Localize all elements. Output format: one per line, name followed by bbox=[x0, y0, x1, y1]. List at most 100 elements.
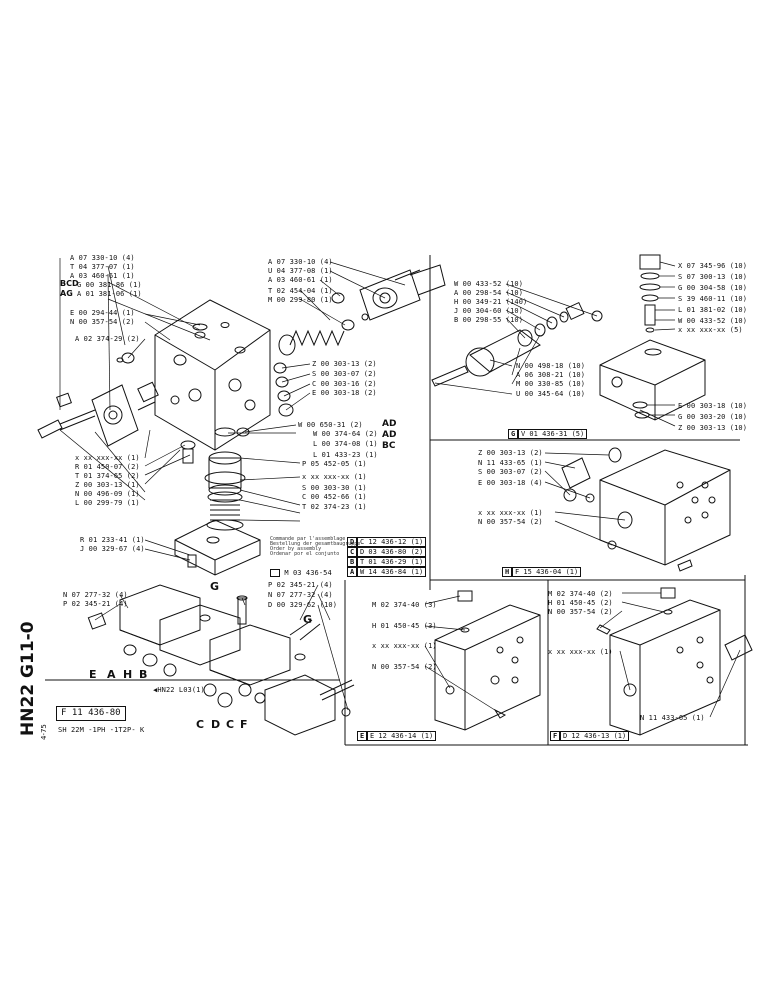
assembly-letter: C bbox=[226, 718, 235, 731]
part-label: R 01 233-41 (1) bbox=[80, 536, 145, 544]
box-m-code: M 03 436-54 bbox=[284, 569, 332, 577]
empty-box-icon bbox=[270, 569, 280, 577]
part-label: H 01 450-45 (2) bbox=[548, 599, 613, 607]
assembly-letter: H bbox=[123, 668, 133, 681]
block-e bbox=[434, 590, 541, 731]
slide-valve-cartridge bbox=[431, 301, 603, 387]
part-label: x xx xxx-xx (5) bbox=[678, 326, 743, 334]
part-label: N 00 357-54 (2) bbox=[70, 318, 135, 326]
variant-suffix: BC bbox=[382, 441, 396, 451]
arrow-left-icon: ◀ bbox=[153, 686, 158, 694]
part-label: T 02 374-23 (1) bbox=[302, 503, 367, 511]
note-line: Order by assembly bbox=[270, 546, 322, 552]
assembly-letter: A bbox=[107, 668, 116, 681]
part-label: Z 00 303-13 (2) bbox=[478, 449, 543, 457]
part-label: x xx xxx-xx (1) bbox=[372, 642, 437, 650]
part-label: R 01 450-07 (2) bbox=[75, 463, 140, 471]
part-label: E 00 303-18 (2) bbox=[312, 389, 377, 397]
assembly-letter: G bbox=[210, 580, 220, 593]
valve-assembly bbox=[87, 584, 355, 736]
model-designation: SH 22M -1PH -1T2P- K bbox=[58, 726, 145, 734]
block-f bbox=[596, 587, 753, 736]
variant-prefix-ag: AG bbox=[60, 289, 73, 298]
part-label: S 00 303-07 (2) bbox=[478, 468, 543, 476]
part-label: M 02 374-40 (3) bbox=[372, 601, 437, 609]
assembly-letter: C bbox=[196, 718, 205, 731]
note-line: Bestellung der gesamtbaugruppe bbox=[270, 541, 361, 547]
part-label: x xx xxx-xx (1) bbox=[548, 648, 613, 656]
part-label: N 11 433-65 (1) bbox=[640, 714, 705, 722]
part-label: W 00 374-64 (2) bbox=[313, 430, 378, 438]
part-label: U 00 345-64 (10) bbox=[516, 390, 586, 398]
part-label: N 00 357-54 (2) bbox=[478, 518, 543, 526]
variant-suffix: AD bbox=[382, 419, 397, 429]
part-label: G 00 304-58 (10) bbox=[678, 284, 748, 292]
part-label: A 07 330-10 (4) bbox=[268, 258, 333, 266]
variant-letter: B bbox=[347, 557, 358, 567]
part-label: Z 00 303-13 (10) bbox=[678, 424, 748, 432]
part-label: A 01 381-06 (1) bbox=[77, 290, 142, 298]
part-label: N 00 496-09 (1) bbox=[75, 490, 140, 498]
part-label: B 00 298-55 (10) bbox=[454, 316, 524, 324]
part-label: x xx xxx-xx (1) bbox=[478, 509, 543, 517]
variant-letter: F bbox=[550, 731, 561, 741]
part-label: L 00 374-08 (1) bbox=[313, 440, 378, 448]
variant-letter: H bbox=[502, 567, 513, 577]
block-h bbox=[561, 447, 731, 572]
drawing-number-box: F 11 436-80 bbox=[56, 706, 126, 721]
box-m-label: M 03 436-54 bbox=[270, 569, 332, 577]
variant-code: D 12 436-13 (1) bbox=[560, 731, 630, 741]
part-label: S 39 460-11 (10) bbox=[678, 295, 748, 303]
part-label: G 00 303-20 (10) bbox=[678, 413, 748, 421]
part-label: N 07 277-32 (4) bbox=[268, 591, 333, 599]
part-label: N 00 357-54 (2) bbox=[548, 608, 613, 616]
part-label: E 00 303-18 (10) bbox=[678, 402, 748, 410]
main-actuator bbox=[273, 264, 446, 417]
assembly-ref-code: HN22 L03(1) bbox=[157, 686, 205, 694]
part-label: P 02 345-21 (4) bbox=[63, 600, 128, 608]
far-right-block bbox=[599, 254, 706, 421]
assembly-letter: D bbox=[211, 718, 221, 731]
variant-code: W 14 436-84 (1) bbox=[357, 567, 427, 577]
note-line: Ordenar por el conjunto bbox=[270, 551, 340, 557]
part-label: P 05 452-05 (1) bbox=[302, 460, 367, 468]
variant-letter: D bbox=[347, 537, 358, 547]
part-label: G 00 381-86 (1) bbox=[77, 281, 142, 289]
variant-code: V 01 436-31 (5) bbox=[518, 429, 588, 439]
part-label: T 04 377-07 (1) bbox=[70, 263, 135, 271]
part-label: M 02 374-40 (2) bbox=[548, 590, 613, 598]
part-label: D 00 329-62 (10) bbox=[268, 601, 338, 609]
note-line: Commande par l'assemblage bbox=[270, 536, 346, 542]
variant-code: E 12 436-14 (1) bbox=[367, 731, 437, 741]
part-label: A 06 308-21 (10) bbox=[516, 371, 586, 379]
assembly-letter: F bbox=[240, 718, 248, 731]
part-label: A 00 298-54 (10) bbox=[454, 289, 524, 297]
panel-dividers bbox=[45, 255, 748, 746]
part-label: A 02 374-29 (2) bbox=[75, 335, 140, 343]
part-label: A 07 330-10 (4) bbox=[70, 254, 135, 262]
part-label: L 01 433-23 (1) bbox=[313, 451, 378, 459]
part-label: P 02 345-21 (4) bbox=[268, 581, 333, 589]
leader-lines bbox=[59, 258, 741, 718]
assembly-reference: ◀HN22 L03(1) bbox=[153, 686, 205, 694]
part-label: E 00 303-18 (4) bbox=[478, 479, 543, 487]
part-label: M 00 330-85 (10) bbox=[516, 380, 586, 388]
part-label: x xx xxx-xx (1) bbox=[302, 473, 367, 481]
variant-suffix: AD bbox=[382, 430, 397, 440]
part-label: C 00 303-16 (2) bbox=[312, 380, 377, 388]
page-code: HN22 G11-0 bbox=[18, 621, 38, 736]
part-label: x xx xxx-xx (1) bbox=[75, 454, 140, 462]
assembly-letter: B bbox=[139, 668, 148, 681]
part-label: H 01 450-45 (3) bbox=[372, 622, 437, 630]
variant-letter: E bbox=[357, 731, 368, 741]
variant-letter: G bbox=[508, 429, 519, 439]
variant-letter: A bbox=[347, 567, 358, 577]
part-label: M 00 299-80 (1) bbox=[268, 296, 333, 304]
part-label: S 00 303-30 (1) bbox=[302, 484, 367, 492]
assembly-letter: G bbox=[303, 613, 313, 626]
part-label: J 00 329-67 (4) bbox=[80, 545, 145, 553]
part-label: W 00 650-31 (2) bbox=[298, 421, 363, 429]
variant-code: C 12 436-12 (1) bbox=[357, 537, 427, 547]
